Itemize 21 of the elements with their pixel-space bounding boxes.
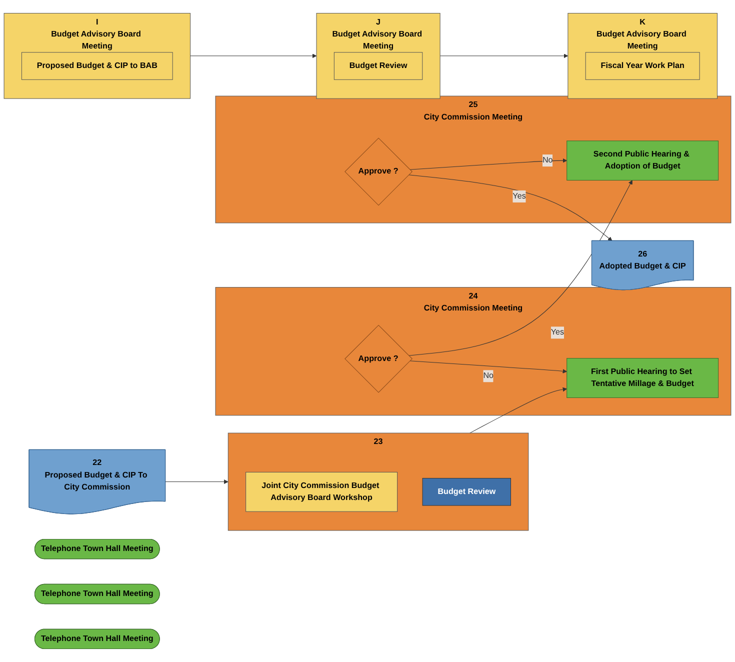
arrow [190, 54, 317, 58]
arrow [410, 158, 568, 170]
node-box: Budget Review [422, 478, 511, 506]
node-diamond: Approve ? [344, 138, 412, 206]
node-box: Second Public Hearing & Adoption of Budget [566, 140, 719, 180]
arrow [440, 54, 568, 58]
arrow [408, 174, 612, 242]
node-diamond: Approve ? [344, 324, 412, 393]
node-box: Proposed Budget & CIP to BAB [21, 52, 173, 80]
node-box: Budget Review [334, 52, 423, 80]
arrow [470, 387, 568, 434]
edge-label: No [542, 156, 553, 165]
edge-label: No [483, 372, 494, 380]
edge-label: Yes [512, 192, 526, 200]
node-box: Joint City Commission Budget Advisory Board Workshop [246, 472, 398, 512]
arrow [165, 480, 228, 484]
arrow [410, 360, 568, 374]
node-box: Fiscal Year Work Plan [585, 52, 700, 80]
edge-label: Yes [550, 328, 564, 337]
arrow [408, 180, 632, 356]
node-box: First Public Hearing to Set Tentative Millage & Budget [566, 358, 719, 398]
